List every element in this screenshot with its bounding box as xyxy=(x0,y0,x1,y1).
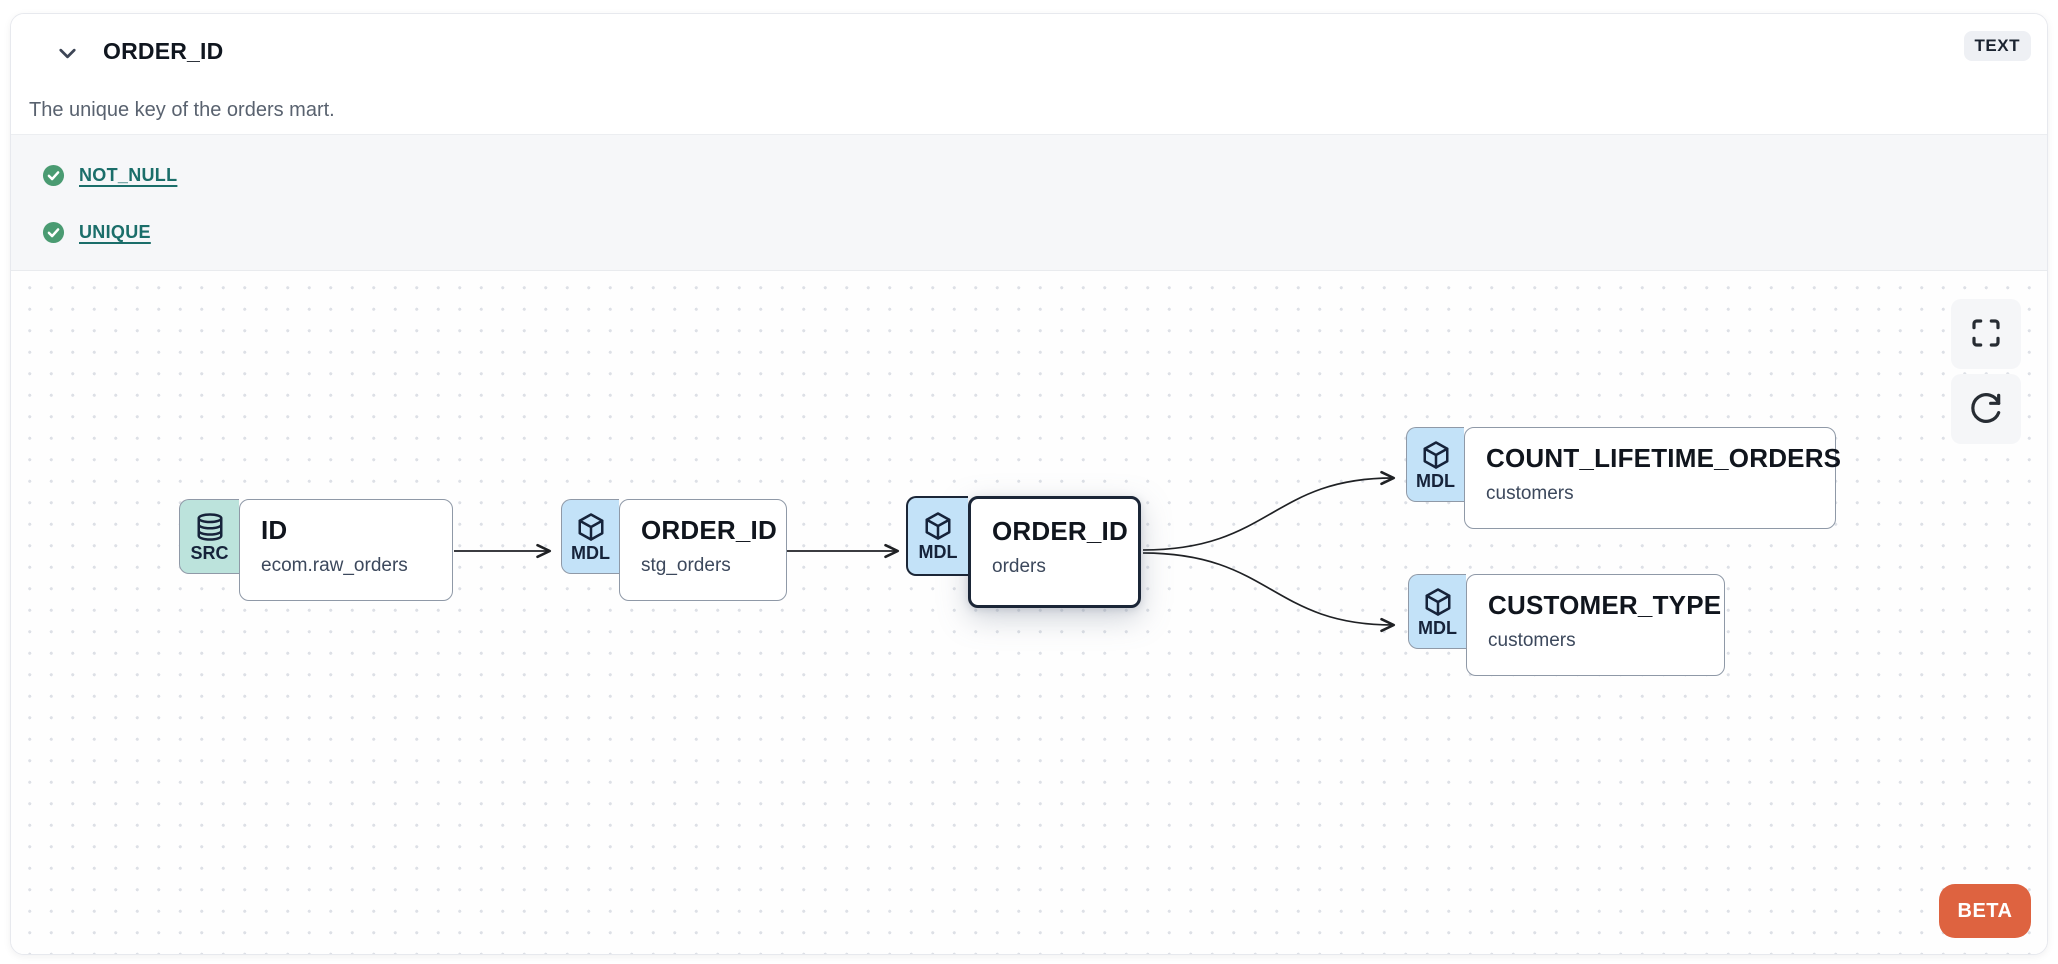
model-badge: MDL xyxy=(1406,427,1464,502)
node-kind-label: MDL xyxy=(918,542,958,562)
maximize-icon xyxy=(1970,317,2002,352)
node-card: COUNT_LIFETIME_ORDERS customers xyxy=(1464,427,1842,529)
database-icon xyxy=(195,512,225,542)
node-kind-label: MDL xyxy=(571,542,610,563)
node-title: ORDER_ID xyxy=(641,515,777,545)
cube-icon xyxy=(1421,440,1451,470)
tests-section: NOT_NULL UNIQUE xyxy=(11,134,2047,271)
node-card: ORDER_ID orders xyxy=(968,496,1141,608)
rotate-clockwise-icon xyxy=(1970,392,2002,427)
node-subtitle: ecom.raw_orders xyxy=(261,555,408,576)
chevron-down-icon xyxy=(54,40,81,70)
node-kind-label: MDL xyxy=(1418,617,1457,638)
model-badge: MDL xyxy=(561,499,619,574)
node-kind-label: SRC xyxy=(190,542,229,563)
lineage-node-stg-orders[interactable]: MDL ORDER_ID stg_orders xyxy=(561,499,787,601)
node-title: COUNT_LIFETIME_ORDERS xyxy=(1486,443,1842,473)
cube-icon xyxy=(576,512,606,542)
node-subtitle: customers xyxy=(1488,630,1576,651)
model-badge: MDL xyxy=(1408,574,1466,649)
node-card: ID ecom.raw_orders xyxy=(239,499,453,601)
test-row: UNIQUE xyxy=(42,215,2047,249)
node-subtitle: orders xyxy=(992,556,1046,577)
column-type-badge: TEXT xyxy=(1963,31,2031,61)
node-subtitle: stg_orders xyxy=(641,555,731,576)
lineage-node-orders-selected[interactable]: MDL ORDER_ID orders xyxy=(906,496,1141,608)
test-link-unique[interactable]: UNIQUE xyxy=(79,221,151,242)
node-subtitle: customers xyxy=(1486,483,1574,504)
beta-badge: BETA xyxy=(1939,884,2031,938)
collapse-button[interactable] xyxy=(49,40,85,70)
model-badge: MDL xyxy=(906,496,968,576)
node-kind-label: MDL xyxy=(1416,470,1455,491)
node-title: CUSTOMER_TYPE xyxy=(1488,590,1722,620)
test-row: NOT_NULL xyxy=(42,158,2047,192)
lineage-node-source-id[interactable]: SRC ID ecom.raw_orders xyxy=(179,499,453,601)
cube-icon xyxy=(1423,587,1453,617)
source-badge: SRC xyxy=(179,499,239,574)
node-title: ID xyxy=(261,515,288,545)
header: ORDER_ID TEXT The unique key of the orde… xyxy=(11,14,2047,134)
test-link-not-null[interactable]: NOT_NULL xyxy=(79,164,178,185)
lineage-canvas[interactable]: SRC ID ecom.raw_orders MDL ORDER_ID stg_… xyxy=(11,271,2047,954)
refresh-button[interactable] xyxy=(1951,374,2021,444)
fullscreen-button[interactable] xyxy=(1951,299,2021,369)
lineage-node-count-lifetime-orders[interactable]: MDL COUNT_LIFETIME_ORDERS customers xyxy=(1406,427,1842,529)
lineage-edges xyxy=(454,470,1396,633)
column-description: The unique key of the orders mart. xyxy=(29,99,335,121)
node-card: ORDER_ID stg_orders xyxy=(619,499,787,601)
check-circle-icon xyxy=(42,164,65,187)
page-title: ORDER_ID xyxy=(103,38,224,64)
check-circle-icon xyxy=(42,221,65,244)
lineage-node-customer-type[interactable]: MDL CUSTOMER_TYPE customers xyxy=(1408,574,1725,676)
column-details-panel: ORDER_ID TEXT The unique key of the orde… xyxy=(10,13,2048,955)
node-card: CUSTOMER_TYPE customers xyxy=(1466,574,1725,676)
cube-icon xyxy=(923,511,953,541)
node-title: ORDER_ID xyxy=(992,516,1128,546)
